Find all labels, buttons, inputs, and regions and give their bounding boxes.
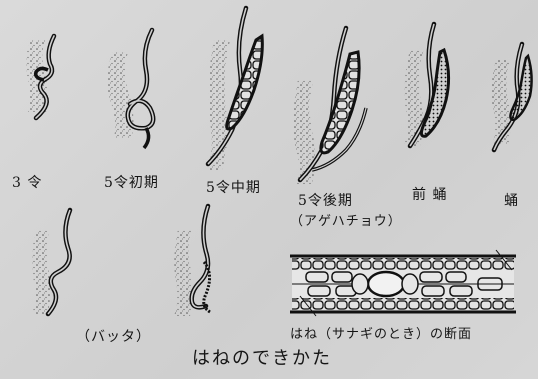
label-stage4: 5令後期	[298, 194, 353, 208]
stage3-drawing	[208, 8, 262, 170]
stage6-drawing	[491, 44, 531, 150]
label-grasshopper: （バッタ）	[76, 330, 151, 344]
stage5-drawing	[404, 24, 449, 146]
stage1-drawing	[26, 36, 54, 118]
cross-section-drawing	[290, 250, 516, 316]
figure-title: はねのできかた	[192, 350, 332, 368]
label-cross-section: はね（サナギのとき）の断面	[290, 328, 472, 341]
label-stage5: 前 蛹	[412, 188, 447, 202]
label-stage4-note: （アゲハチョウ）	[290, 215, 402, 228]
label-stage3: 5令中期	[206, 181, 261, 195]
label-stage2: 5令初期	[104, 176, 159, 190]
stage4-drawing	[293, 28, 366, 184]
label-stage6: 蛹	[504, 194, 519, 208]
stage2-drawing	[107, 30, 153, 148]
label-stage1: 3 令	[12, 176, 42, 190]
grasshopper-drawing-1	[32, 210, 70, 314]
grasshopper-drawing-2	[174, 206, 210, 316]
